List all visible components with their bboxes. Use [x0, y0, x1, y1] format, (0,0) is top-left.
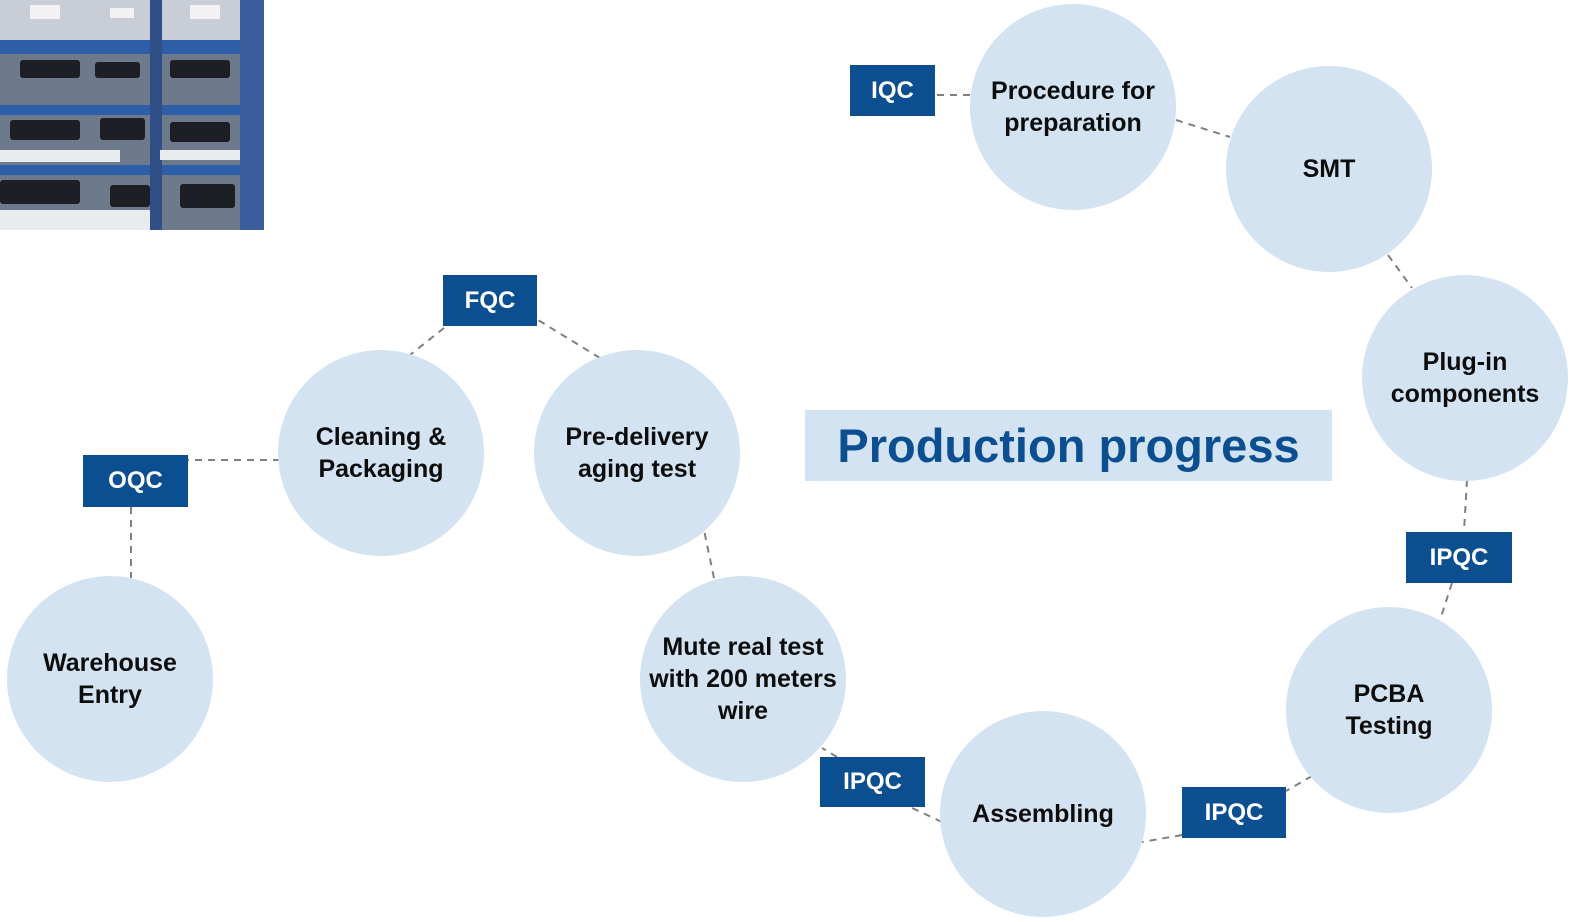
step-plugin-label: Plug-in components	[1390, 348, 1540, 408]
connector-mute-aging	[703, 529, 715, 579]
step-warehouse: Warehouse Entry	[7, 576, 213, 782]
step-smt: SMT	[1226, 66, 1432, 272]
step-preparation-label: Procedure for preparation	[991, 77, 1155, 137]
step-assembling: Assembling	[940, 711, 1146, 917]
factory-shelf-photo	[0, 0, 264, 230]
checkpoint-ipqc-mute: IPQC	[820, 757, 925, 807]
connector-aging-fqc	[537, 319, 601, 359]
connector-ipqc-mute	[821, 747, 838, 758]
step-assembling-label: Assembling	[972, 800, 1114, 828]
step-cleaning-label: Cleaning & Packaging	[315, 423, 447, 483]
connector-smt-plugin	[1387, 254, 1413, 289]
connector-ipqc-pcba	[1439, 582, 1453, 621]
step-aging-label: Pre-delivery aging test	[565, 423, 709, 483]
step-preparation: Procedure for preparation	[970, 4, 1176, 210]
step-plugin: Plug-in components	[1362, 275, 1568, 481]
checkpoint-fqc: FQC	[443, 275, 537, 326]
step-pcba: PCBA Testing	[1286, 607, 1492, 813]
step-smt-label: SMT	[1302, 155, 1356, 183]
connector-ipqc-assembling	[1141, 834, 1183, 843]
step-warehouse-label: Warehouse Entry	[43, 649, 177, 709]
step-aging: Pre-delivery aging test	[534, 350, 740, 556]
connector-assembling-ipqc	[909, 806, 943, 823]
diagram-title: Production progress	[837, 419, 1300, 472]
connector-preparation-smt	[1175, 119, 1231, 138]
connector-plugin-ipqc	[1463, 479, 1468, 532]
checkpoint-ipqc-assembling: IPQC	[1182, 787, 1286, 838]
title-box: Production progress	[805, 410, 1332, 481]
checkpoint-ipqc-plugin: IPQC	[1406, 532, 1512, 583]
connector-pcba-ipqc	[1285, 775, 1313, 792]
step-mute-test: Mute real test with 200 meters wire	[640, 576, 846, 782]
checkpoint-iqc: IQC	[850, 65, 935, 116]
connector-fqc-cleaning	[409, 327, 445, 356]
step-pcba-label: PCBA Testing	[1345, 680, 1433, 740]
step-cleaning: Cleaning & Packaging	[278, 350, 484, 556]
checkpoint-oqc: OQC	[83, 455, 188, 507]
step-mute-test-label: Mute real test with 200 meters wire	[649, 633, 837, 725]
